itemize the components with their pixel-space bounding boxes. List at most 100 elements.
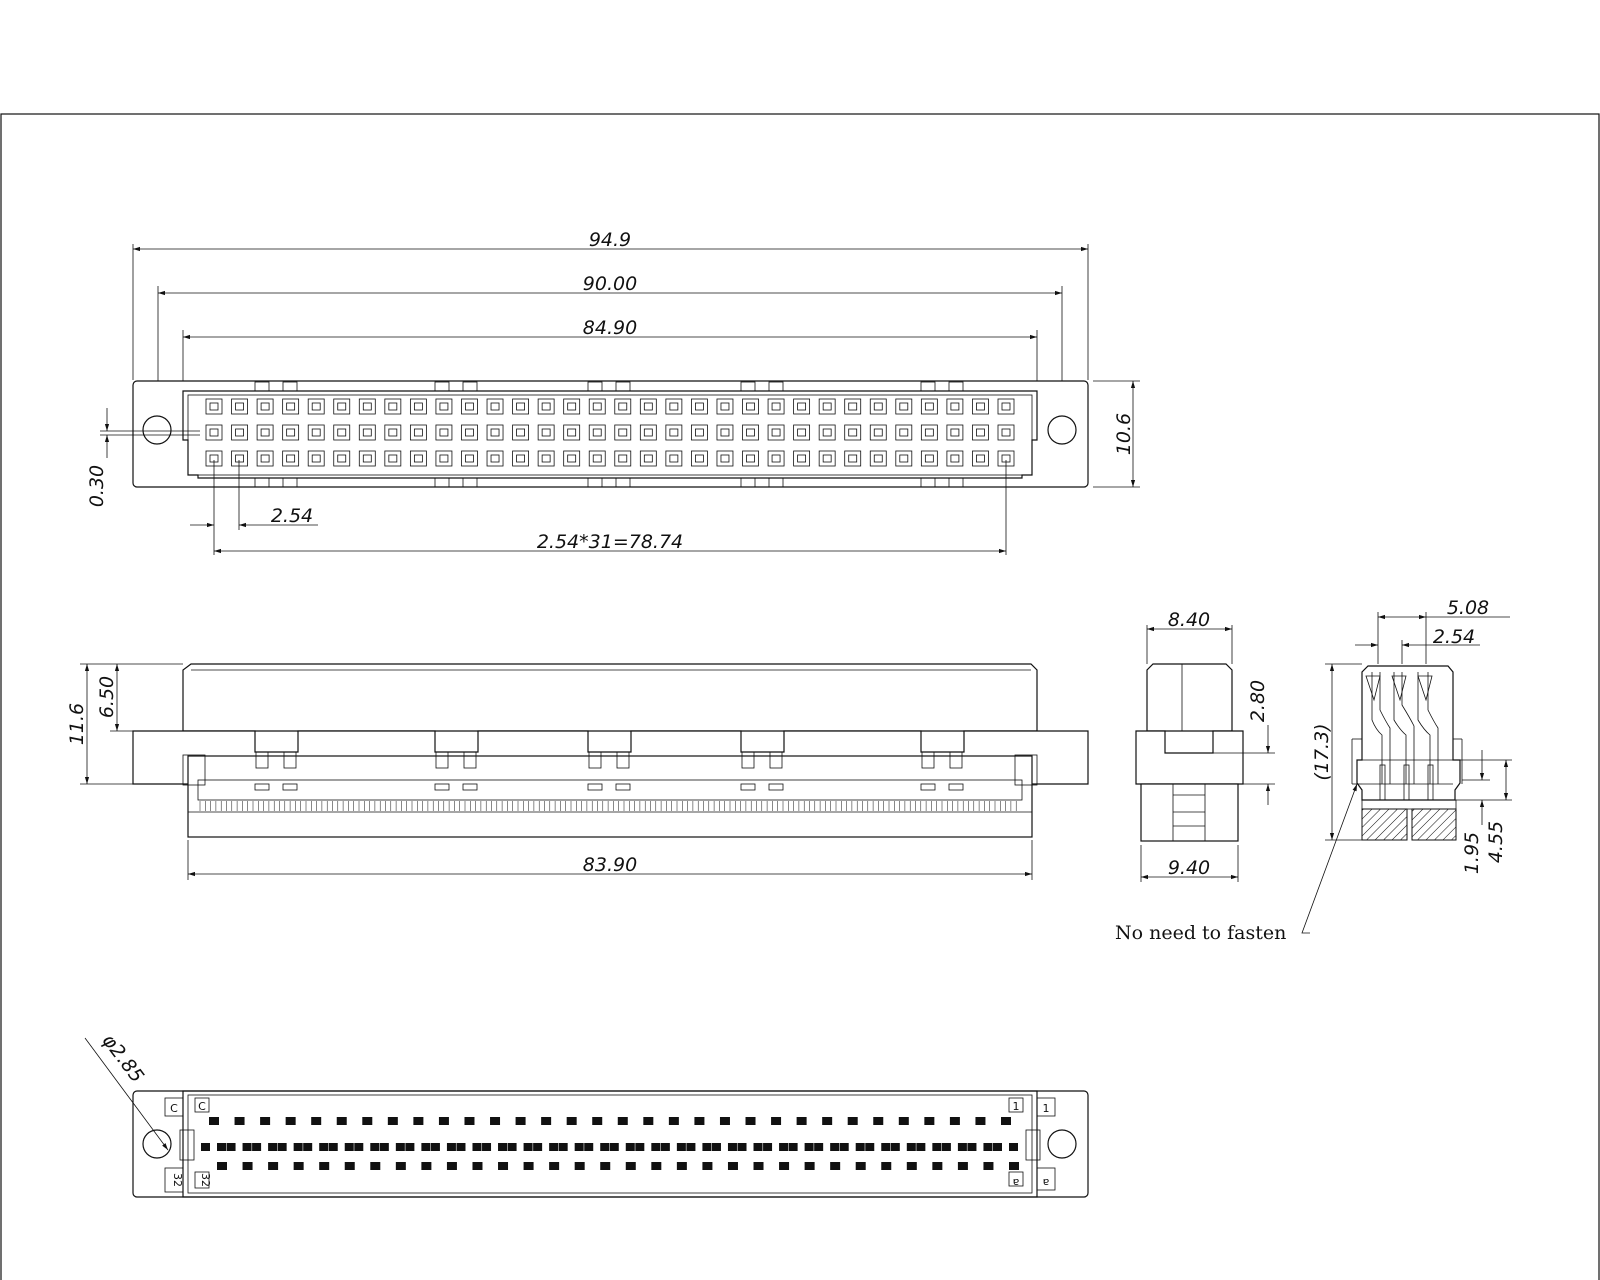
top-mounting-hole-left <box>142 415 172 445</box>
top-pin-cavity <box>282 424 300 441</box>
bottom-pin-row-b <box>676 1143 686 1151</box>
top-pin-cavity <box>461 398 478 415</box>
top-pin-contact <box>592 428 602 437</box>
top-pin-contact <box>643 402 653 411</box>
bottom-pin-row-b <box>967 1143 977 1151</box>
bottom-pin-row-b <box>865 1143 875 1151</box>
top-pin-cavity <box>563 398 581 415</box>
top-latch-tab <box>768 477 784 488</box>
top-pin-cavity <box>409 450 427 467</box>
top-pin-cavity <box>333 398 351 415</box>
front-latch-tab <box>283 751 297 769</box>
label-32-outer: 32 <box>171 1173 184 1187</box>
bottom-pin-row-c <box>490 1117 501 1125</box>
top-pin-cavity <box>844 450 862 467</box>
top-pin-contact <box>924 428 934 437</box>
top-pin-contact <box>950 402 960 411</box>
top-pin-contact <box>771 402 781 411</box>
bottom-pin-row-a <box>932 1162 943 1170</box>
front-latch-tab <box>255 751 269 769</box>
top-pin-contact <box>209 402 219 411</box>
top-pin-contact <box>873 454 883 463</box>
top-pin-cavity <box>818 450 836 467</box>
top-pin-cavity <box>409 398 427 415</box>
top-pin-cavity <box>793 398 811 415</box>
top-pin-contact <box>490 454 500 463</box>
top-pin-cavity <box>231 450 248 467</box>
top-pin-cavity <box>869 450 887 467</box>
bottom-pin-row-b <box>660 1143 670 1151</box>
top-pin-cavity <box>614 450 632 467</box>
bottom-pin-row-c <box>975 1117 986 1125</box>
bottom-pin-row-c <box>924 1117 935 1125</box>
top-pin-cavity <box>972 398 989 415</box>
top-pin-cavity <box>537 424 555 441</box>
bottom-pin-row-b <box>405 1143 415 1151</box>
top-pin-cavity <box>358 398 376 415</box>
top-pin-cavity <box>793 424 811 441</box>
dim-84-90: 84.90 <box>583 317 637 339</box>
dim-17-3: (17.3) <box>1311 723 1333 780</box>
top-pin-cavity <box>512 398 529 415</box>
top-pin-contact <box>746 454 755 463</box>
dim-78-74: 2.54*31=78.74 <box>537 531 683 553</box>
top-pin-contact <box>490 402 500 411</box>
bottom-view: C C 1 1 32 32 a a φ2.85 <box>84 1030 1089 1198</box>
bottom-pin-row-a <box>268 1162 279 1170</box>
front-latch-tab <box>769 751 783 769</box>
top-pin-contact <box>286 454 296 463</box>
top-latch-tab <box>462 381 478 392</box>
bottom-pin-row-b <box>523 1143 533 1151</box>
bottom-pin-row-a <box>395 1162 406 1170</box>
top-latch-tab <box>920 477 936 488</box>
top-pin-cavity <box>307 398 325 415</box>
bottom-pin-row-b <box>498 1143 508 1151</box>
bottom-pin-row-b <box>839 1143 849 1151</box>
top-latch-tab <box>282 477 298 488</box>
top-pin-cavity <box>537 398 555 415</box>
top-pin-contact <box>695 454 704 463</box>
top-latch-tab <box>254 477 270 488</box>
bottom-pin-row-b <box>702 1143 712 1151</box>
top-pin-contact <box>746 402 755 411</box>
top-pin-cavity <box>665 424 683 441</box>
front-ribs <box>199 801 1017 811</box>
section-body <box>1356 665 1461 801</box>
bottom-pin-row-b <box>370 1143 380 1151</box>
top-pin-contact <box>337 454 347 463</box>
bottom-pin-row-b <box>268 1143 278 1151</box>
dim-4-55: 4.55 <box>1485 821 1507 863</box>
bottom-pin-row-c <box>668 1117 679 1125</box>
top-pin-cavity <box>920 398 938 415</box>
top-pin-contact <box>209 428 219 437</box>
top-pin-contact <box>848 454 858 463</box>
top-pin-cavity <box>639 424 657 441</box>
top-pin-contact <box>848 428 858 437</box>
top-pin-cavity <box>333 450 351 467</box>
bottom-pin-row-b <box>609 1143 619 1151</box>
bottom-pin-row-a <box>676 1162 687 1170</box>
bottom-pin-row-b <box>217 1143 226 1151</box>
bottom-pin-row-b <box>558 1143 568 1151</box>
top-latch-tab <box>948 381 964 392</box>
top-pin-cavity <box>563 450 581 467</box>
top-pin-contact <box>413 428 423 437</box>
bottom-pin-row-b <box>625 1143 635 1151</box>
bottom-pin-row-c <box>413 1117 424 1125</box>
label-a-outer: a <box>1043 1176 1050 1189</box>
bottom-pin-row-b <box>472 1143 482 1151</box>
top-latch-tab <box>254 381 270 392</box>
bottom-pin-row-a <box>906 1162 917 1170</box>
top-pin-cavity <box>972 424 989 441</box>
bottom-pin-row-a <box>753 1162 764 1170</box>
bottom-pin-row-a <box>957 1162 968 1170</box>
front-latch-foot <box>740 783 756 791</box>
top-pin-contact <box>465 402 474 411</box>
top-pin-cavity <box>435 398 453 415</box>
bottom-pin-row-a <box>549 1162 560 1170</box>
top-pin-contact <box>516 428 525 437</box>
front-latch-tab <box>435 751 449 769</box>
top-latch-tab <box>615 381 631 392</box>
bottom-pin-row-c <box>898 1117 909 1125</box>
top-pin-cavity <box>716 450 734 467</box>
